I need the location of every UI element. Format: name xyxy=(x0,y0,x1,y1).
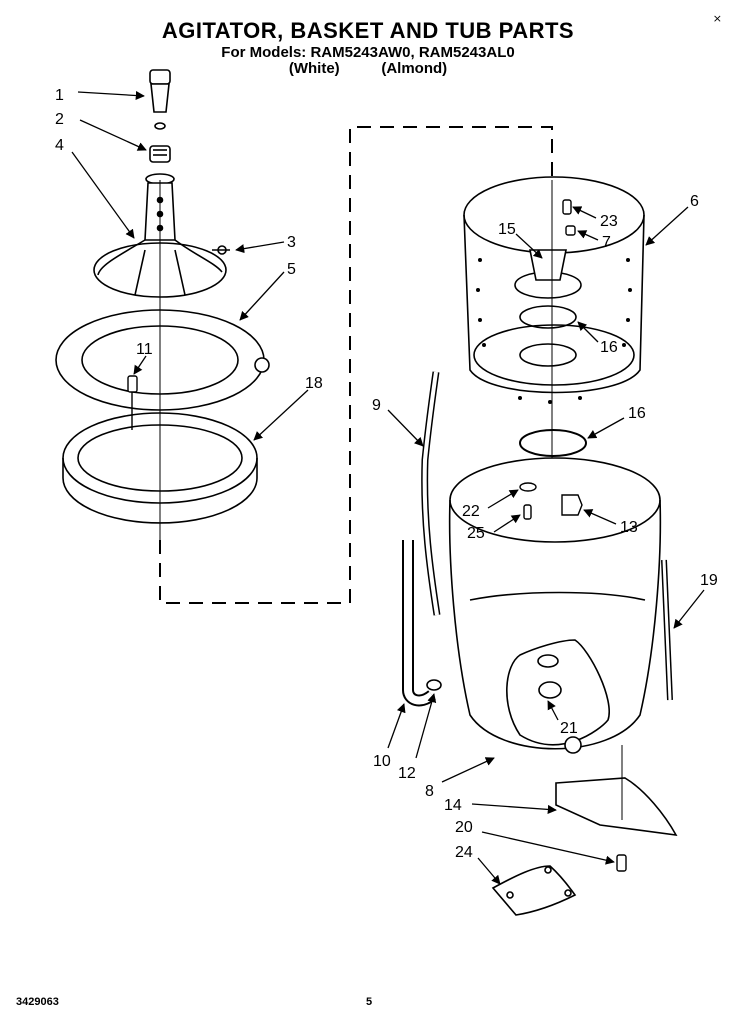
callout-14: 14 xyxy=(444,797,462,814)
callout-5: 5 xyxy=(287,261,296,278)
callout-6: 6 xyxy=(690,193,699,210)
callout-9: 9 xyxy=(372,397,381,414)
hose-9-inner xyxy=(422,371,439,616)
callout-22: 22 xyxy=(462,503,480,520)
callout-2: 2 xyxy=(55,111,64,128)
bracket-24 xyxy=(491,865,577,916)
callout-10: 10 xyxy=(373,753,391,770)
basket xyxy=(463,176,645,394)
callout-24: 24 xyxy=(455,844,473,861)
callout-25: 25 xyxy=(467,525,485,542)
callout-16: 16 xyxy=(600,339,618,356)
callout-23: 23 xyxy=(600,213,618,230)
nut-7 xyxy=(565,225,576,236)
agitator-cam xyxy=(149,145,171,163)
clamp-12 xyxy=(426,679,442,691)
tub xyxy=(448,457,662,754)
model-colors: (White) (Almond) xyxy=(288,60,448,77)
callout-7: 7 xyxy=(602,234,611,251)
basket-holes xyxy=(476,258,632,404)
agitator-ring xyxy=(55,309,270,411)
callout-13: 13 xyxy=(620,519,638,536)
agitator-cap xyxy=(149,69,171,130)
callout-4: 4 xyxy=(55,137,64,154)
clip-13 xyxy=(561,494,583,516)
callout-labels: 1 2 4 3 5 11 18 9 6 23 15 7 16 16 22 25 … xyxy=(55,87,718,861)
callout-21: 21 xyxy=(560,720,578,737)
leader-lines xyxy=(71,90,705,885)
callout-19: 19 xyxy=(700,572,718,589)
callout-3: 3 xyxy=(287,234,296,251)
callout-18: 18 xyxy=(305,375,323,392)
callout-1: 1 xyxy=(55,87,64,104)
washer-22 xyxy=(519,482,537,492)
close-icon[interactable]: × xyxy=(712,12,722,25)
callout-8: 8 xyxy=(425,783,434,800)
shield-14 xyxy=(555,777,678,836)
screw-25 xyxy=(523,504,532,520)
screw-20 xyxy=(616,854,627,872)
gasket-16 xyxy=(519,429,587,457)
callout-16b: 16 xyxy=(628,405,646,422)
callout-11: 11 xyxy=(136,341,153,358)
agitator-body xyxy=(93,173,230,298)
screw-23 xyxy=(562,199,572,215)
page-number: 5 xyxy=(366,996,373,1008)
document-number: 3429063 xyxy=(16,996,59,1008)
callout-12: 12 xyxy=(398,765,416,782)
assembly-dash-line xyxy=(159,126,553,604)
callout-15: 15 xyxy=(498,221,516,238)
callout-20: 20 xyxy=(455,819,473,836)
diagram-title: AGITATOR, BASKET AND TUB PARTS xyxy=(161,18,575,43)
model-numbers: For Models: RAM5243AW0, RAM5243AL0 xyxy=(221,44,515,61)
screw-11 xyxy=(127,375,138,430)
